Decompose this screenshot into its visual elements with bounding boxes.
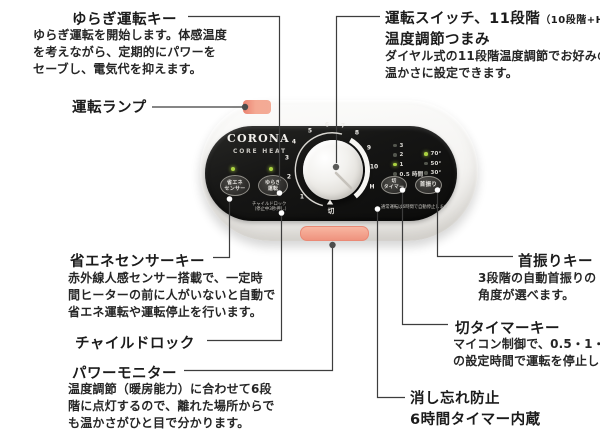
power-monitor-bar xyxy=(300,226,369,241)
yuragi-key-title: ゆらぎ運転キー xyxy=(72,12,177,28)
yuragi-button-label2: 運転 xyxy=(267,185,279,192)
swing-key-title: 首振りキー xyxy=(518,254,593,270)
temperature-dial-knob xyxy=(303,140,363,200)
angle-led-70-label: 70° xyxy=(430,151,442,157)
timer-led-row-05: 0.5 時間 xyxy=(393,170,423,179)
timer-led-05-label: 0.5 時間 xyxy=(399,172,424,178)
yuragi-button: ゆらぎ 運転 xyxy=(258,175,288,196)
swing-desc-line2: 角度が選べます。 xyxy=(478,288,575,302)
eco-sensor-button-label2: センサー xyxy=(224,185,246,192)
yuragi-desc-line2: を考えながら、定期的にパワーを xyxy=(33,45,217,59)
child-lock-note: チャイルドロック （停止中3秒押し） xyxy=(252,202,289,213)
off-timer-button: 切 タイマー xyxy=(381,176,407,194)
dial-scale-6: 6 xyxy=(324,121,330,129)
timer-led-2-label: 2 xyxy=(399,152,404,158)
power-monitor-callout-dot xyxy=(329,241,336,249)
dial-scale-3: 3 xyxy=(284,154,290,162)
dial-title-sub: （10段階+H） xyxy=(540,15,600,26)
power-monitor-desc-line2: 階に点灯するので、離れた場所からで xyxy=(68,399,275,413)
timer-led-3 xyxy=(393,143,397,148)
timer-led-3-label: 3 xyxy=(399,142,404,149)
angle-led-row-70: 70° xyxy=(424,150,442,159)
child-lock-note-line1: チャイルドロック xyxy=(252,202,287,207)
dial-scale-9: 9 xyxy=(366,144,372,152)
yuragi-key-desc: ゆらぎ運転を開始します。体感温度 を考えながら、定期的にパワーを セーブし、電気… xyxy=(33,27,227,78)
dial-off-label: 切 xyxy=(327,207,335,215)
child-lock-note-line2: （停止中3秒押し） xyxy=(252,207,290,213)
eco-sensor-desc-line3: 省エネ運転や運転停止を行います。 xyxy=(68,305,263,319)
yuragi-desc-line1: ゆらぎ運転を開始します。体感温度 xyxy=(33,28,228,42)
angle-led-70 xyxy=(424,152,428,156)
angle-led-row-30: 30° xyxy=(424,169,442,178)
auto-stop-note: 通常運転は6時間で自動停止します xyxy=(381,205,449,210)
dial-scale-H: H xyxy=(369,183,375,191)
off-timer-button-label2: タイマー xyxy=(383,185,405,190)
model-name: CORE HEAT xyxy=(233,148,287,155)
dial-scale-8: 8 xyxy=(354,129,360,137)
timer-led-row-3: 3 xyxy=(393,141,404,150)
off-timer-button-label1: 切 xyxy=(391,179,397,185)
brand-logo: CORONA xyxy=(227,132,290,145)
auto-off-title: 消し忘れ防止 6時間タイマー内蔵 xyxy=(410,389,541,431)
timer-led-2 xyxy=(393,153,397,157)
swing-button: 首振り xyxy=(415,176,442,194)
auto-off-title-line2: 6時間タイマー内蔵 xyxy=(410,412,541,428)
angle-led-50 xyxy=(424,161,428,166)
dial-title-main: 運転スイッチ、11段階 xyxy=(385,11,541,27)
power-monitor-desc-line1: 温度調節（暖房能力）に合わせて6段 xyxy=(68,382,272,396)
off-timer-key-title: 切タイマーキー xyxy=(455,321,560,337)
power-monitor-desc-line3: も温かさがひと目で分かります。 xyxy=(68,416,250,430)
angle-led-50-label: 50° xyxy=(430,160,442,167)
eco-sensor-desc-line1: 赤外線人感センサー搭載で、一定時 xyxy=(68,271,263,285)
timer-led-05 xyxy=(393,172,397,176)
timer-led-1-label: 1 xyxy=(399,161,404,168)
dial-scale-4: 4 xyxy=(291,138,297,146)
dial-desc-line1: ダイヤル式の11段階温度調節でお好みの xyxy=(385,49,600,63)
dial-title-line1: 運転スイッチ、11段階（10段階+H） xyxy=(385,7,600,28)
eco-sensor-key-desc: 赤外線人感センサー搭載で、一定時 間ヒーターの前に人がいないと自動で 省エネ運転… xyxy=(68,270,275,321)
eco-sensor-desc-line2: 間ヒーターの前に人がいないと自動で xyxy=(68,288,276,302)
dial-desc: ダイヤル式の11段階温度調節でお好みの 温かさに設定できます。 xyxy=(385,48,600,82)
operation-lamp xyxy=(243,100,271,114)
child-lock-title: チャイルドロック xyxy=(75,336,195,352)
dial-scale-5: 5 xyxy=(307,127,313,135)
dial-scale-1: 1 xyxy=(299,193,305,201)
dial-scale-10: 10 xyxy=(369,163,379,171)
off-timer-desc-line1: マイコン制御で、0.5・1・2・3時間 xyxy=(453,337,600,351)
auto-off-title-line1: 消し忘れ防止 xyxy=(410,391,500,407)
operation-lamp-title: 運転ランプ xyxy=(72,100,147,116)
dial-title-line2: 温度調節つまみ xyxy=(385,32,490,48)
eco-sensor-key-title: 省エネセンサーキー xyxy=(70,254,205,270)
dial-scale-2: 2 xyxy=(286,173,292,181)
swing-button-label: 首振り xyxy=(419,182,438,188)
timer-led-row-1: 1 xyxy=(393,160,404,169)
off-timer-desc-line2: の設定時間で運転を停止します。 xyxy=(453,354,600,368)
angle-led-30-label: 30° xyxy=(430,170,442,176)
power-monitor-title: パワーモニター xyxy=(72,366,177,382)
timer-led-1 xyxy=(393,162,397,167)
power-monitor-desc: 温度調節（暖房能力）に合わせて6段 階に点灯するので、離れた場所からで も温かさ… xyxy=(68,381,275,432)
eco-sensor-led xyxy=(231,167,235,171)
dial-scale-7: 7 xyxy=(340,122,346,130)
off-timer-key-desc: マイコン制御で、0.5・1・2・3時間 の設定時間で運転を停止します。 xyxy=(453,336,600,370)
timer-led-row-2: 2 xyxy=(393,151,404,160)
angle-led-30 xyxy=(424,171,428,175)
eco-sensor-button: 省エネ センサー xyxy=(220,175,250,196)
yuragi-led xyxy=(269,167,273,171)
angle-led-row-50: 50° xyxy=(424,159,442,168)
swing-desc-line1: 3段階の自動首振りの xyxy=(478,271,597,285)
swing-key-desc: 3段階の自動首振りの 角度が選べます。 xyxy=(478,270,596,304)
dial-desc-line2: 温かさに設定できます。 xyxy=(385,66,519,80)
yuragi-desc-line3: セーブし、電気代を抑えます。 xyxy=(33,62,202,76)
